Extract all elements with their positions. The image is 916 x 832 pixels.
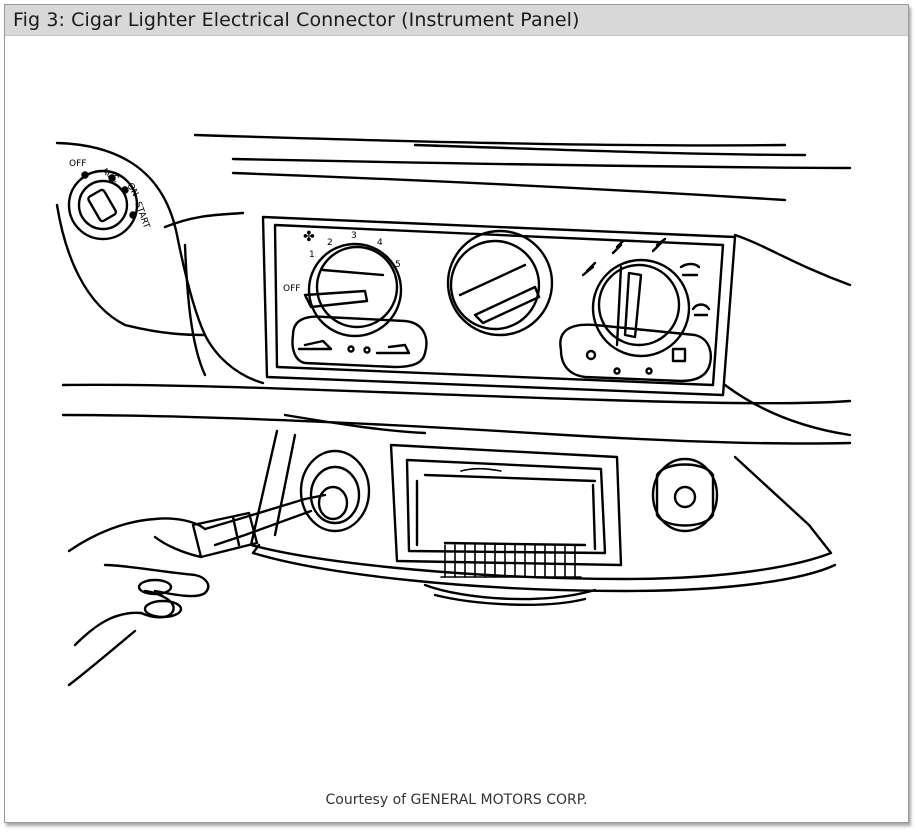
fan-speed-4: 4	[377, 238, 383, 248]
ignition-label-off: OFF	[69, 159, 86, 169]
vent-icon-2	[651, 237, 667, 253]
dash-top-lines	[193, 133, 852, 202]
fan-speed-3: 3	[351, 231, 357, 241]
fan-speed-2: 2	[327, 238, 333, 248]
ignition-label-on: ON	[124, 182, 140, 199]
instrument-panel-illustration: OFF ACC ON START ✤ 1 2 3 4 5 OFF	[55, 133, 852, 687]
left-control-pods	[291, 315, 428, 369]
temperature-knob	[446, 229, 554, 337]
fan-speed-5: 5	[395, 260, 401, 270]
figure-frame: Fig 3: Cigar Lighter Electrical Connecto…	[4, 4, 909, 823]
fan-speed-1: 1	[309, 250, 315, 260]
ignition-switch: OFF ACC ON START	[67, 159, 151, 241]
fan-icon: ✤	[303, 229, 315, 245]
figure-title: Fig 3: Cigar Lighter Electrical Connecto…	[13, 9, 580, 31]
lower-console	[249, 429, 837, 606]
climate-control-panel: ✤ 1 2 3 4 5 OFF	[261, 215, 737, 397]
mode-knob	[559, 237, 712, 383]
rear-defrost-icon	[691, 303, 711, 317]
cigar-lighter-socket	[299, 449, 371, 533]
figure-credit: Courtesy of GENERAL MOTORS CORP.	[325, 792, 588, 808]
vent-icon-3	[581, 261, 597, 277]
storage-bin	[389, 443, 623, 578]
fan-speed-off: OFF	[283, 284, 300, 294]
vent-icon-1	[611, 239, 625, 255]
defrost-icon	[679, 262, 701, 277]
hand-with-connector	[67, 493, 327, 687]
fan-speed-knob: ✤ 1 2 3 4 5 OFF	[283, 229, 403, 338]
bin-ribs	[440, 544, 582, 578]
figure-title-bar: Fig 3: Cigar Lighter Electrical Connecto…	[5, 5, 908, 36]
power-outlet	[651, 457, 719, 533]
dash-body	[55, 141, 852, 445]
